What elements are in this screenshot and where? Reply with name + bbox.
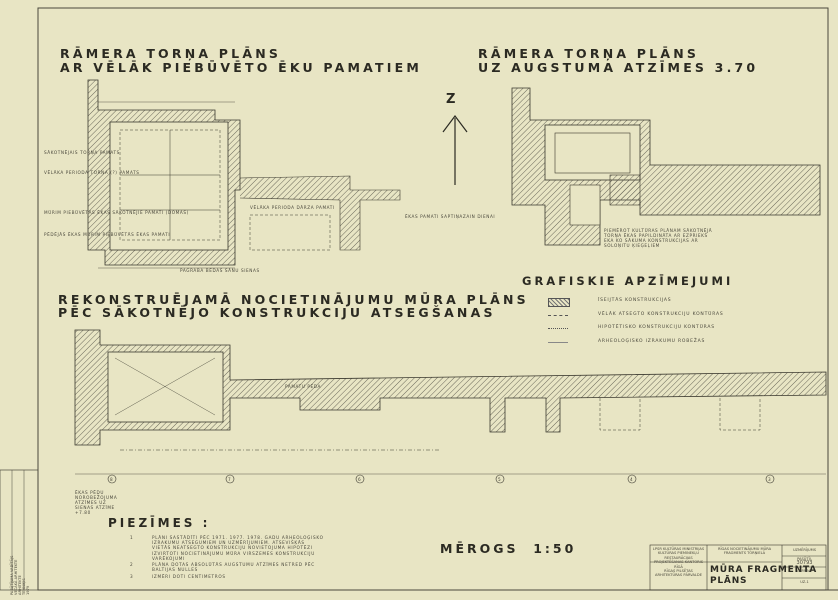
axis-marker: 5 (498, 477, 502, 482)
north-label: Z (446, 92, 459, 107)
legend-item-thin: ARHEOLOĢISKO IZRAKUMU ROBEŽAS (548, 337, 808, 347)
plan-tower-with-later-buildings (87, 79, 401, 269)
plan-fortification-wall (74, 329, 827, 475)
plan1-label: VĒLĀKA PERIODA TORŅA (?) PAMATS (44, 170, 140, 175)
title-block-org: LPSR KULTŪRAS MINISTRIJAS KULTŪRAS PIEMI… (652, 547, 705, 569)
note-text: IZMĒRI DOTI CENTIMETROS (152, 574, 226, 579)
side-title-block (0, 469, 39, 591)
axis-marker: 7 (228, 477, 232, 482)
note-number: 3 (130, 574, 134, 579)
plan3-label: PAMATU PĒDA (285, 384, 322, 389)
legend-item-hatched: ĪSEIJTĀS KONSTRUKCIJAS (548, 296, 808, 307)
plan-tower-elevation-370 (511, 87, 821, 246)
plan2-subtitle: UZ AUGSTUMA ATZĪMES 3.70 (478, 60, 759, 75)
order-number: 30793 (796, 560, 813, 566)
sheet-label: LAPA Nr. (796, 569, 813, 573)
plan1-subtitle: AR VĒLĀK PIEBŪVĒTO ĒKU PAMATIEM (60, 60, 422, 75)
side-block-date: 1979 (26, 585, 30, 595)
plan2-label: PIEMĒROT KULTŪRAS PLĀNAM SĀKOTNĒJĀ TORŅA… (604, 228, 713, 248)
plan3-subtitle: PĒC SĀKOTNĒJO KONSTRUKCIJU ATSEGŠANAS (58, 305, 496, 320)
dash-dot-line-icon (548, 328, 568, 329)
notes-title: PIEZĪMES : (108, 516, 211, 530)
plan1-title: RĀMERA TORŅA PLĀNS (60, 46, 282, 61)
order-label: PASŪTĪJ. (797, 557, 812, 561)
plan1-label: PĒDĒJĀS ĒKAS MŪRIM PIEBŪVĒTĀS ĒKAS PAMAT… (44, 232, 171, 237)
note-number: 1 (130, 535, 134, 540)
sheet-title-2: PLĀNS (710, 576, 748, 586)
title-block (649, 544, 827, 591)
plan1-label: ĒKAS PAMATI SAPTIŅAZAIN DIENAI (405, 214, 496, 219)
dashed-line-icon (548, 315, 568, 316)
thin-line-icon (548, 342, 568, 343)
note-text: PLĀNI SASTĀDĪTI PĒC 1971. 1977. 1978. GA… (152, 535, 324, 561)
title-block-client: RĪGAS PILSĒTAS ARHITEKTŪRAS PĀRVALDE (655, 569, 702, 578)
title-block-project: RĪGAS NOCIETINĀJUMU MŪRA FRAGMENTS TORŅI… (717, 547, 772, 556)
axis-marker: 3 (768, 477, 772, 482)
plan1-label: MŪRIM PIEBŪVĒTĀS ĒKAS SĀKOTNĒJIE PAMATI … (44, 210, 189, 215)
plan3-label: ĒKAS PĒDU NOROBEŽOJUMA ATZĪMES UZ SIENAS… (75, 490, 118, 515)
legend-item-dashed: VĒLĀK ATSEGTO KONSTRUKCIJU KONTŪRAS (548, 310, 808, 320)
scale-label: MĒROGS 1:50 (440, 541, 577, 556)
axis-marker: 6 (358, 477, 362, 482)
sheet-number: UZ-1 (800, 580, 809, 584)
hatch-swatch-icon (548, 298, 570, 307)
stage-label: UZMĒRĪJUMS (792, 548, 817, 552)
note-text: PLĀNA DOTAS ABSOLŪTĀS AUGSTUMU ATZĪMES N… (152, 562, 315, 573)
sheet-title: MŪRA FRAGMENTA (710, 565, 817, 575)
plan1-label: SĀKOTNĒJAIS TORŅA PAMATS (44, 150, 120, 155)
legend-title: GRAFISKIE APZĪMEJUMI (522, 274, 734, 288)
note-number: 2 (130, 562, 134, 567)
side-block: PASŪTĪJUMA VADĪTĀJS VECĀKĀ ARHITEKTE ARH… (10, 475, 30, 595)
plan1-label: PAGRABA BĒDAS SĀNU SIENAS (180, 268, 260, 273)
axis-marker: 4 (630, 477, 634, 482)
axis-markers (107, 474, 775, 484)
plan2-title: RĀMERA TORŅA PLĀNS (478, 46, 700, 61)
plan1-label: VĒLĀKA PERIODA DĀRZA PAMATI (250, 205, 335, 210)
plan3-title: REKONSTRUĒJAMĀ NOCIETINĀJUMU MŪRA PLĀNS (58, 292, 529, 307)
north-arrow-icon (442, 115, 468, 185)
axis-marker: 8 (110, 477, 114, 482)
legend-item-dash-dot: HIPOTĒTISKO KONSTRUKCIJU KONTŪRAS (548, 323, 808, 333)
